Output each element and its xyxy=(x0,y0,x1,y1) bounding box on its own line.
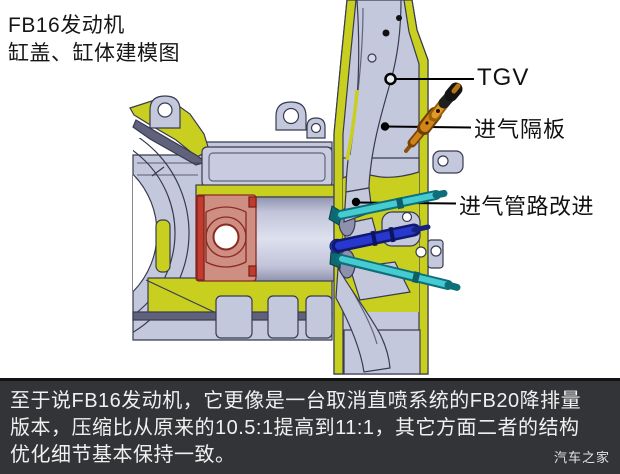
cylinder-head-column xyxy=(333,0,464,375)
baffle-marker xyxy=(380,122,390,131)
caption-line-2: 版本，压缩比从原来的10.5:1提高到11:1，其它方面二者的结构 xyxy=(10,417,580,439)
pipe-marker xyxy=(351,197,361,207)
engine-figure: FB16发动机 缸盖、缸体建模图 TGV 进气隔板 进气管路改进 xyxy=(8,0,595,375)
caption-bar: 至于说FB16发动机，它更像是一台取消直喷系统的FB20降排量 版本，压缩比从原… xyxy=(0,378,620,474)
engine-diagram xyxy=(129,0,474,375)
cylinder-bore xyxy=(253,196,339,282)
label-intake-baffle: 进气隔板 xyxy=(474,117,567,142)
piston xyxy=(195,194,257,282)
figure-title-line1: FB16发动机 xyxy=(8,14,125,37)
figure-title-line2: 缸盖、缸体建模图 xyxy=(8,42,180,65)
intake-valve-top xyxy=(328,189,448,226)
caption-line-3: 优化细节基本保持一致。 xyxy=(10,444,236,466)
intake-valve-bottom xyxy=(329,251,461,291)
leader-lines xyxy=(351,72,474,207)
figure-title: FB16发动机 缸盖、缸体建模图 xyxy=(8,12,180,68)
tgv-marker xyxy=(384,72,397,86)
center-injector-blue xyxy=(329,223,431,254)
intake-baffle-part xyxy=(345,89,359,161)
label-intake-pipe: 进气管路改进 xyxy=(459,194,595,219)
watermark-autohome: 汽车之家 xyxy=(553,450,610,465)
label-tgv: TGV xyxy=(477,64,530,91)
fuel-injector xyxy=(404,82,463,153)
exhaust-duct xyxy=(335,266,391,373)
caption-line-1: 至于说FB16发动机，它更像是一台取消直喷系统的FB20降排量 xyxy=(10,390,582,412)
engine-block xyxy=(129,95,339,341)
